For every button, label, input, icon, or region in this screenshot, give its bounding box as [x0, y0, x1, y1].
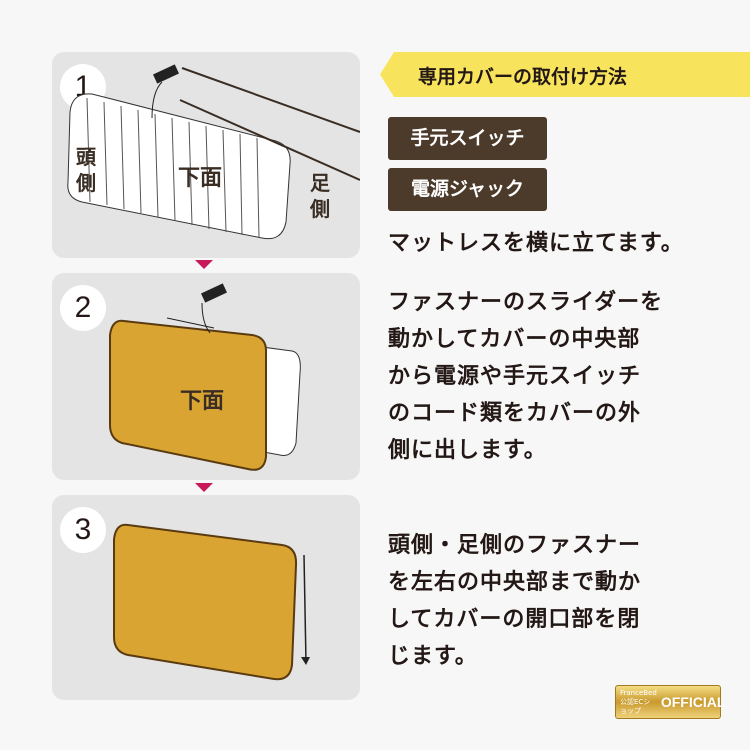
mattress-illustration [67, 64, 360, 240]
step-2-panel: 2 下面 [52, 273, 360, 480]
step-2-text: ファスナーのスライダーを動かしてカバーの中央部から電源や手元スイッチのコード類を… [388, 284, 708, 469]
step-3-text: 頭側・足側のファスナーを左右の中央部まで動かしてカバーの開口部を閉じます。 [388, 527, 708, 675]
switch-label: 手元スイッチ [388, 117, 547, 160]
text-line: を左右の中央部まで動か [388, 570, 642, 595]
text-line: マットレスを横に立てます。 [388, 231, 684, 256]
badge-brand: FranceBed [620, 688, 657, 697]
text-line: 動かしてカバーの中央部 [388, 327, 641, 352]
step-number: 3 [60, 507, 106, 553]
text-line: のコード類をカバーの外 [388, 401, 642, 426]
text-line: じます。 [388, 644, 478, 669]
bottom-face-label: 下面 [180, 389, 225, 414]
page-title: 専用カバーの取付け方法 [418, 66, 628, 88]
text-line: ファスナーのスライダーを [388, 290, 664, 315]
step-number: 2 [60, 285, 106, 331]
text-line: から電源や手元スイッチ [388, 364, 642, 389]
title-banner: 専用カバーの取付け方法 [380, 52, 750, 97]
down-arrow-icon [195, 483, 213, 492]
badge-sub: 公認ECショップ [620, 697, 651, 715]
head-side-label: 頭側 [76, 145, 96, 195]
cover-open-illustration [109, 283, 301, 471]
text-line: してカバーの開口部を閉 [388, 607, 641, 632]
badge-text: OFFICIAL [660, 694, 726, 710]
bottom-face-label: 下面 [178, 166, 223, 191]
foot-side-label: 足側 [310, 171, 330, 221]
step-1-panel: 1 頭側 足側 下面 [52, 52, 360, 258]
down-arrow-icon [195, 260, 213, 269]
jack-label: 電源ジャック [388, 168, 547, 211]
step-1-text: マットレスを横に立てます。 [388, 225, 708, 262]
text-line: 頭側・足側のファスナー [388, 533, 642, 558]
step-3-panel: 3 [52, 495, 360, 700]
cover-closed-illustration [113, 523, 310, 681]
text-line: 側に出します。 [388, 438, 547, 463]
